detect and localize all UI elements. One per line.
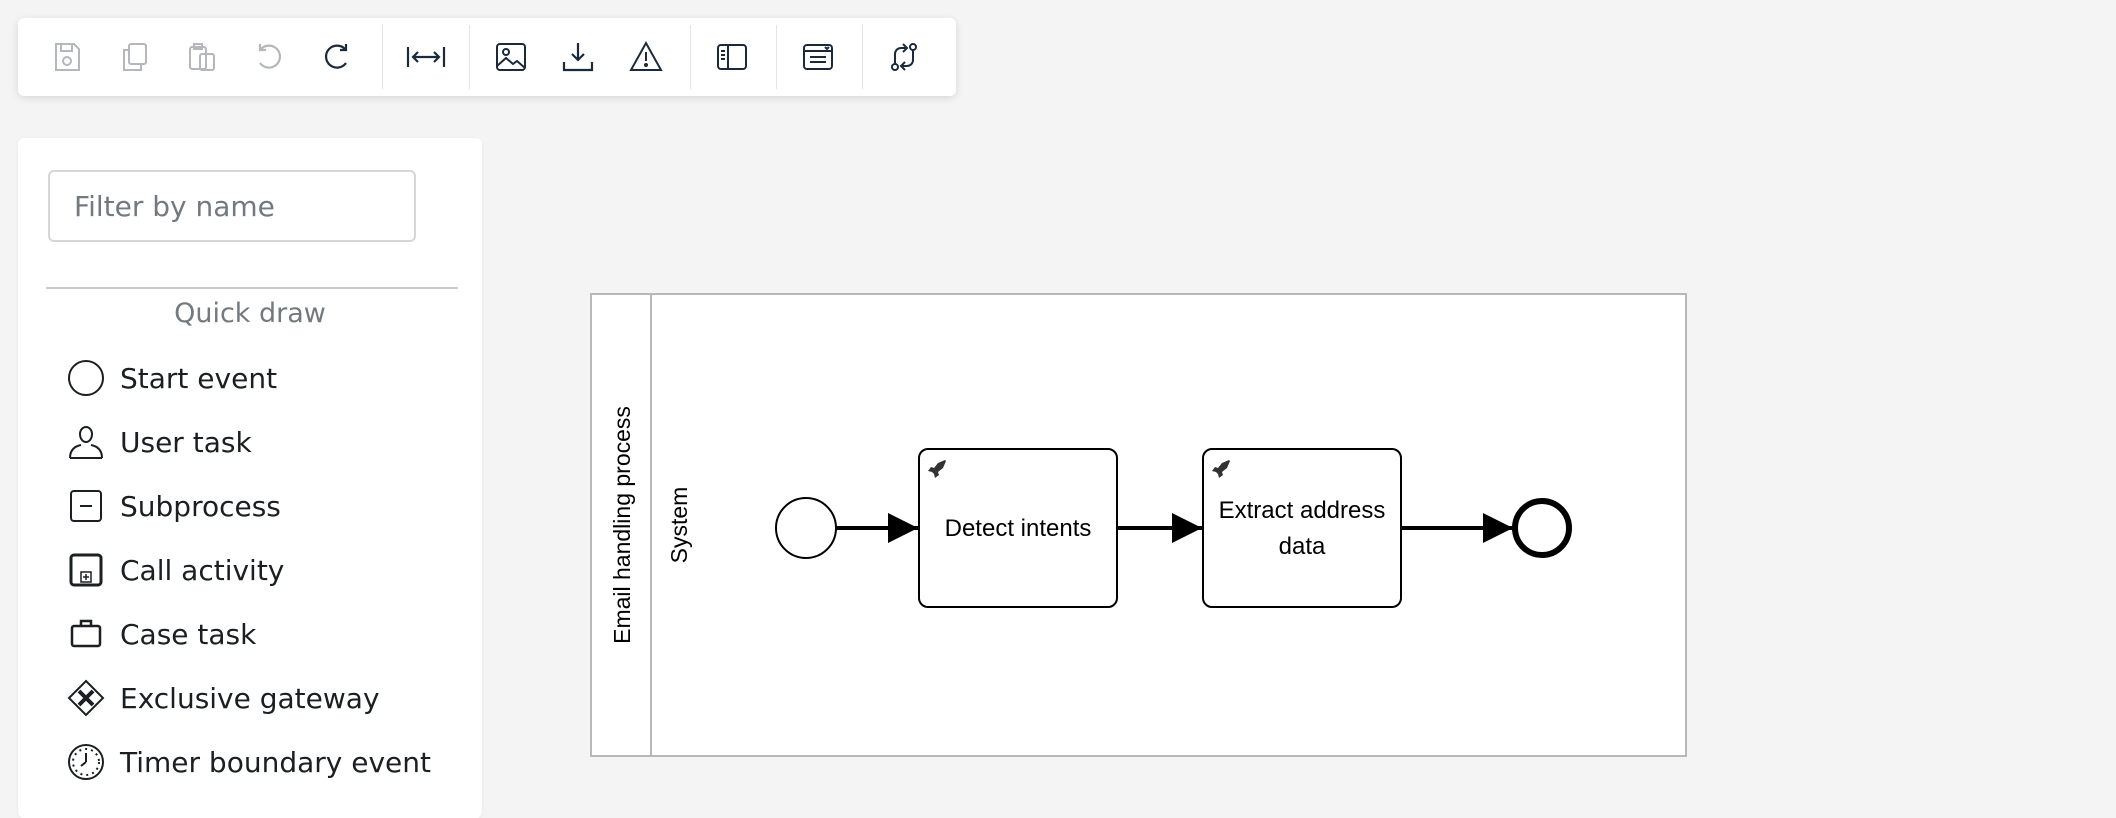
lane-label: System — [666, 487, 692, 564]
start-event-icon — [66, 358, 106, 398]
subprocess-icon — [66, 486, 106, 526]
toolbar-separator — [862, 25, 863, 89]
connections-button[interactable] — [887, 40, 921, 74]
fit-width-icon — [406, 47, 446, 67]
palette-item-label: Case task — [120, 617, 257, 651]
toolbar-separator — [382, 25, 383, 89]
task-extract-address-data[interactable]: Extract address data — [1202, 448, 1402, 608]
rocket-icon — [928, 460, 946, 478]
warnings-button[interactable] — [629, 40, 663, 74]
paste-button[interactable] — [185, 40, 219, 74]
copy-button[interactable] — [118, 40, 152, 74]
copy-icon — [123, 43, 147, 71]
download-button[interactable] — [561, 40, 595, 74]
start-event[interactable] — [775, 497, 837, 559]
fit-width-button[interactable] — [405, 40, 447, 74]
save-icon — [55, 43, 80, 71]
call-activity-icon — [66, 550, 106, 590]
palette-item-call-activity[interactable]: Call activity — [66, 544, 284, 596]
warning-icon — [629, 40, 663, 71]
filter-input[interactable] — [48, 170, 416, 242]
palette-item-label: Call activity — [120, 553, 285, 587]
palette-item-label: Exclusive gateway — [120, 681, 380, 715]
toolbar-separator — [690, 25, 691, 89]
palette-item-label: Timer boundary event — [120, 745, 431, 779]
element-palette: Quick draw Start event User task Subproc… — [18, 138, 482, 818]
undo-icon — [258, 44, 282, 69]
image-icon — [496, 43, 526, 71]
undo-button[interactable] — [252, 40, 286, 74]
palette-item-label: User task — [120, 425, 252, 459]
palette-item-user-task[interactable]: User task — [66, 416, 252, 468]
palette-item-exclusive-gateway[interactable]: Exclusive gateway — [66, 672, 380, 724]
palette-section-title: Quick draw — [174, 298, 326, 329]
timer-boundary-event-icon — [66, 742, 106, 782]
palette-item-case-task[interactable]: Case task — [66, 608, 256, 660]
download-icon — [562, 43, 594, 72]
rocket-icon — [1212, 460, 1230, 478]
end-event[interactable] — [1512, 498, 1572, 558]
paste-icon — [189, 43, 215, 71]
toolbar-separator — [469, 25, 470, 89]
palette-item-label: Start event — [120, 361, 278, 395]
palette-item-subprocess[interactable]: Subprocess — [66, 480, 281, 532]
task-label-line-1: Extract address — [1219, 497, 1386, 524]
task-label: Detect intents — [945, 515, 1092, 542]
redo-button[interactable] — [320, 40, 354, 74]
case-task-icon — [66, 614, 106, 654]
pool-label: Email handling process — [609, 406, 635, 644]
save-button[interactable] — [50, 40, 84, 74]
connections-icon — [891, 43, 917, 71]
panel-icon — [803, 44, 833, 70]
palette-item-start-event[interactable]: Start event — [66, 352, 277, 404]
palette-divider — [46, 287, 458, 289]
user-task-icon — [66, 422, 106, 462]
toolbar — [18, 18, 956, 96]
palette-item-timer-boundary-event[interactable]: Timer boundary event — [66, 736, 431, 788]
task-label-line-2: data — [1279, 533, 1326, 560]
palette-item-label: Subprocess — [120, 489, 281, 523]
task-detect-intents[interactable]: Detect intents — [918, 448, 1118, 608]
toolbar-separator — [776, 25, 777, 89]
export-image-button[interactable] — [494, 40, 528, 74]
sidebar-icon — [717, 44, 747, 70]
toggle-palette-button[interactable] — [715, 40, 749, 74]
properties-panel-button[interactable] — [801, 40, 835, 74]
exclusive-gateway-icon — [66, 678, 106, 718]
redo-icon — [324, 44, 348, 69]
